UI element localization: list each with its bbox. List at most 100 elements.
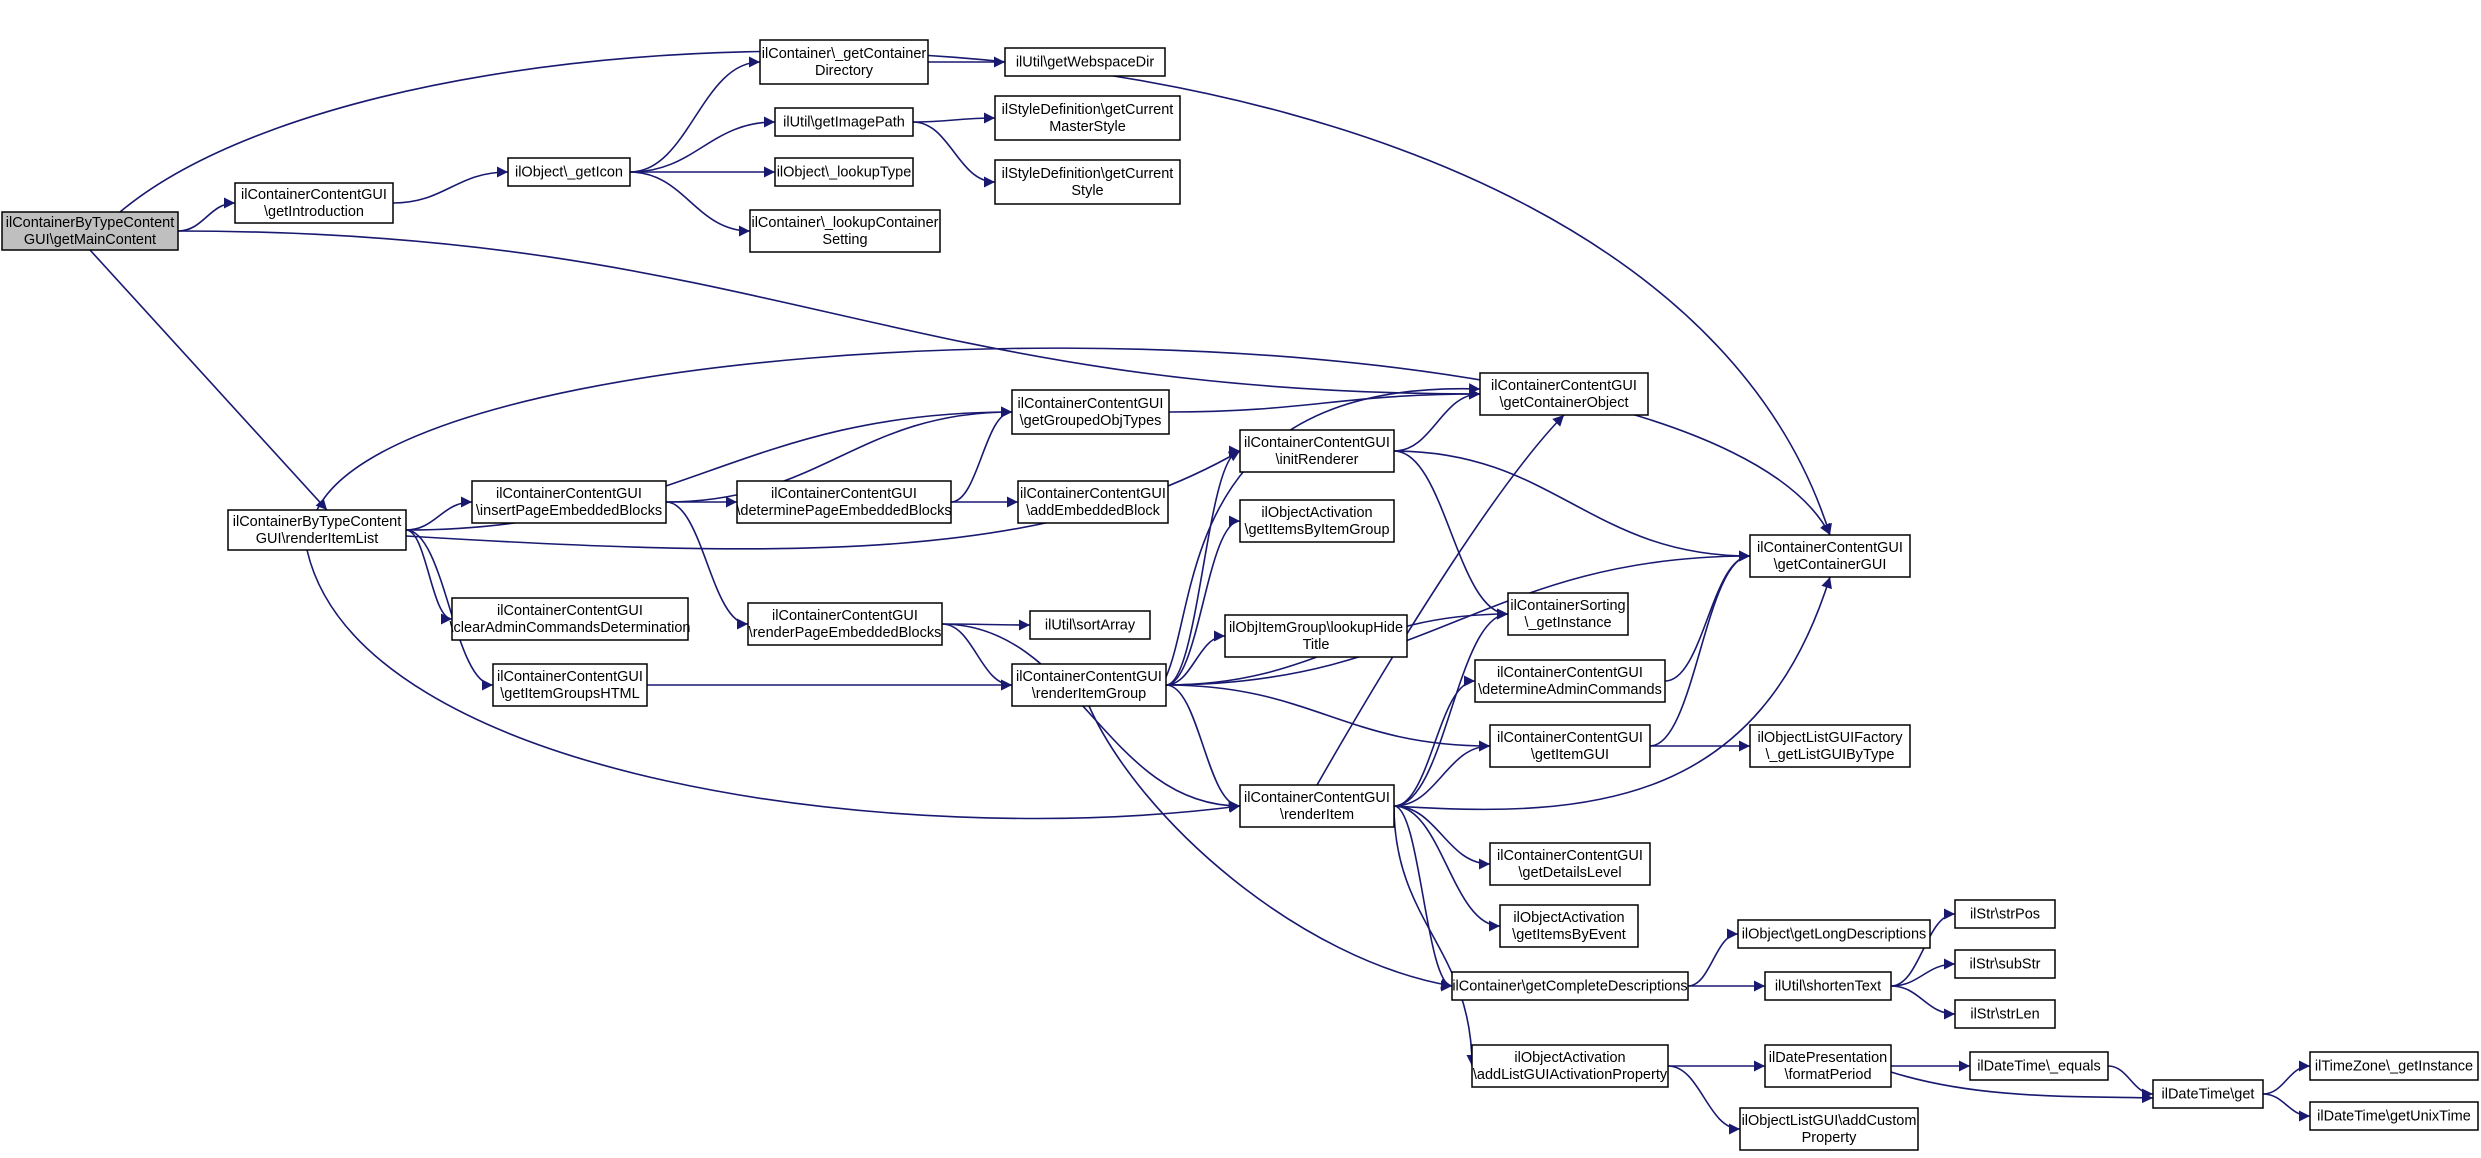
node-label: \renderPageEmbeddedBlocks	[749, 625, 942, 641]
node-label: \getContainerGUI	[1774, 557, 1887, 573]
node-label: ilStr\subStr	[1970, 957, 2041, 973]
node-box	[1737, 919, 1931, 949]
edge-initRenderer-to-getContainerGUI	[1393, 450, 1751, 562]
node-box	[227, 509, 407, 551]
node-getContainerObject: ilContainerContentGUI\getContainerObject	[1479, 372, 1649, 416]
node-label: ilObject\_lookupType	[777, 165, 912, 181]
node-box	[2152, 1079, 2264, 1109]
node-label: ilContainerContentGUI	[497, 603, 643, 619]
edge-root-to-getIntroduction	[177, 197, 236, 232]
edge-renderItem-to-getInstance	[1393, 608, 1509, 807]
node-box	[994, 159, 1181, 205]
node-box	[1489, 842, 1651, 886]
node-label: ilContainerContentGUI	[772, 608, 918, 624]
node-label: ilContainerContentGUI	[1018, 396, 1164, 412]
node-box	[1239, 784, 1395, 828]
node-label: ilContainerContentGUI	[1244, 790, 1390, 806]
node-box	[1451, 971, 1689, 1001]
node-label: ilStyleDefinition\getCurrent	[1002, 102, 1174, 118]
node-label: ilDateTime\getUnixTime	[2317, 1109, 2471, 1125]
edge-shortenText-to-strLen	[1890, 985, 1956, 1020]
edge-renderPageEmbeddedBlocks-to-renderItem	[941, 623, 1241, 812]
edge-renderItemGroup-to-initRenderer	[1165, 445, 1241, 686]
node-getCompleteDescriptions: ilContainer\getCompleteDescriptions	[1451, 971, 1689, 1001]
edge-getIcon-to-lookupContainerSetting	[629, 171, 751, 237]
node-label: \formatPeriod	[1784, 1067, 1871, 1083]
node-label: Property	[1802, 1130, 1858, 1146]
node-formatPeriod: ilDatePresentation\formatPeriod	[1764, 1044, 1892, 1088]
edge-renderPageEmbeddedBlocks-to-renderItemGroup	[941, 623, 1013, 691]
node-label: Style	[1071, 183, 1103, 199]
node-box	[1004, 47, 1166, 77]
node-label: \getContainerObject	[1500, 395, 1629, 411]
node-box	[1739, 1107, 1919, 1151]
node-label: \determinePageEmbeddedBlocks	[736, 503, 951, 519]
edge-shortenText-to-subStr	[1890, 958, 1956, 987]
node-equals: ilDateTime\_equals	[1969, 1051, 2109, 1081]
node-addEmbeddedBlock: ilContainerContentGUI\addEmbeddedBlock	[1017, 480, 1169, 524]
edge-renderItem-to-getCompleteDescriptions	[1393, 805, 1453, 992]
node-label: ilContainerContentGUI	[1016, 669, 1162, 685]
node-box	[1764, 971, 1892, 1001]
edge-renderItem-to-addListGUIActivationProperty	[1393, 805, 1478, 1067]
node-box	[1507, 592, 1629, 636]
edge-renderItemGroup-to-renderItem	[1165, 684, 1241, 812]
edge-renderItem-to-getItemsByEvent	[1393, 805, 1501, 932]
node-label: ilContainerContentGUI	[1491, 378, 1637, 394]
node-renderItem: ilContainerContentGUI\renderItem	[1239, 784, 1395, 828]
node-addListGUIActivationProperty: ilObjectActivation\addListGUIActivationP…	[1471, 1044, 1669, 1088]
node-getIntroduction: ilContainerContentGUI\getIntroduction	[234, 182, 394, 224]
node-getDetailsLevel: ilContainerContentGUI\getDetailsLevel	[1489, 842, 1651, 886]
node-label: ilObjectListGUI\addCustom	[1742, 1113, 1917, 1129]
node-label: ilObject\getLongDescriptions	[1742, 927, 1927, 943]
node-label: \getItemGUI	[1531, 747, 1609, 763]
edge-determineAdminCommands-to-getContainerGUI	[1664, 550, 1751, 682]
node-label: \addEmbeddedBlock	[1026, 503, 1161, 519]
node-box	[1017, 480, 1169, 524]
node-box	[1969, 1051, 2109, 1081]
edge-renderItemGroup-to-getCompleteDescriptions	[1088, 705, 1453, 990]
node-initRenderer: ilContainerContentGUI\initRenderer	[1239, 429, 1395, 473]
edge-renderItem-to-getContainerObject	[1316, 414, 1565, 786]
edge-renderItemGroup-to-getItemGUI	[1165, 684, 1491, 752]
node-box	[451, 597, 689, 641]
edge-renderItemGroup-to-getContainerGUI	[1165, 550, 1751, 686]
node-box	[1, 211, 179, 251]
node-box	[747, 602, 943, 646]
node-renderItemGroup: ilContainerContentGUI\renderItemGroup	[1011, 663, 1167, 707]
node-label: ilDateTime\_equals	[1977, 1059, 2101, 1075]
node-strPos: ilStr\strPos	[1954, 899, 2056, 929]
node-renderPageEmbeddedBlocks: ilContainerContentGUI\renderPageEmbedded…	[747, 602, 943, 646]
node-label: ilDatePresentation	[1769, 1050, 1888, 1066]
edge-renderItem-to-determineAdminCommands	[1393, 675, 1476, 807]
node-label: \getItemGroupsHTML	[500, 686, 639, 702]
node-box	[492, 663, 648, 707]
node-label: \renderItem	[1280, 807, 1354, 823]
edge-renderItemGroup-to-getItemsByItemGroup	[1165, 515, 1241, 686]
node-label: Directory	[815, 63, 874, 79]
node-subStr: ilStr\subStr	[1954, 949, 2056, 979]
node-label: ilContainer\_lookupContainer	[751, 215, 938, 231]
edge-renderItemList-to-getItemGroupsHTML	[405, 529, 494, 691]
edge-insertPageEmbeddedBlocks-to-renderPageEmbeddedBlocks	[665, 501, 749, 630]
node-label: \getDetailsLevel	[1518, 865, 1621, 881]
node-label: ilTimeZone\_getInstance	[2315, 1059, 2473, 1075]
edge-root-to-getContainerObject	[177, 230, 1481, 400]
node-box	[507, 157, 631, 187]
node-box	[774, 157, 914, 187]
edge-renderItemList-to-getContainerGUI	[316, 347, 1831, 536]
node-label: ilContainerContentGUI	[1497, 848, 1643, 864]
node-box	[1479, 372, 1649, 416]
node-label: ilContainerSorting	[1510, 598, 1625, 614]
node-box	[1029, 610, 1151, 640]
node-label: MasterStyle	[1049, 119, 1126, 135]
node-box	[774, 107, 914, 137]
node-box	[471, 480, 667, 524]
node-label: GUI\getMainContent	[24, 232, 156, 248]
edge-shortenText-to-strPos	[1890, 908, 1956, 987]
edge-renderItemList-to-clearAdminCommandsDetermination	[405, 529, 453, 625]
